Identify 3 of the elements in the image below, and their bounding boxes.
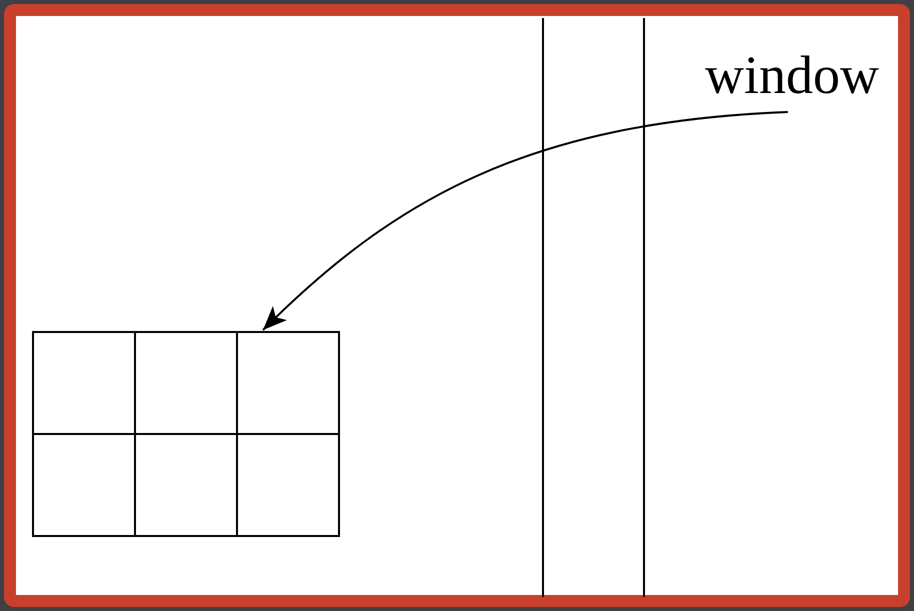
grid-drawing bbox=[32, 331, 340, 537]
text-label: window bbox=[688, 42, 896, 108]
arrow bbox=[262, 111, 788, 331]
